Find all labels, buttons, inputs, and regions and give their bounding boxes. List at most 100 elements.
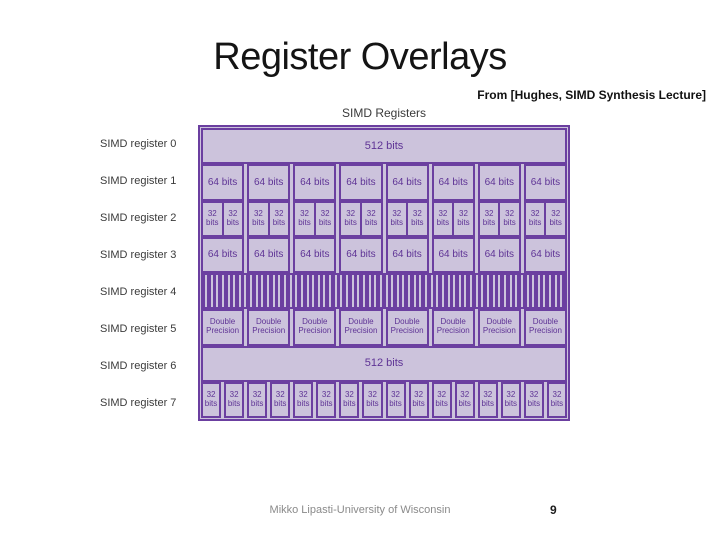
bit-stripe xyxy=(396,275,399,308)
bit-cell: 64 bits xyxy=(431,164,475,201)
bit-cell: 32 bits xyxy=(544,200,567,237)
register-label-5: SIMD register 5 xyxy=(100,322,177,335)
bit-cell: Double Precision xyxy=(201,309,245,346)
bit-cell: 32 bits xyxy=(201,381,222,418)
bit-stripe xyxy=(481,275,484,308)
bit-cell: 32 bits xyxy=(406,200,429,237)
bit-stripe xyxy=(351,275,354,308)
bit-stripe xyxy=(492,275,495,308)
bit-cell: 32 bits xyxy=(477,200,501,237)
page-title: Register Overlays xyxy=(213,36,507,78)
bit-stripe xyxy=(261,275,264,308)
register-label-2: SIMD register 2 xyxy=(100,211,177,224)
bit-stripes-cell xyxy=(201,273,567,310)
bit-cell: 64 bits xyxy=(385,164,429,201)
bit-cell: 64 bits xyxy=(339,236,383,273)
bit-cell: 32 bits xyxy=(452,200,475,237)
bit-cell: 64 bits xyxy=(385,236,429,273)
bit-cell: 64 bits xyxy=(477,164,521,201)
bit-cell: Double Precision xyxy=(523,309,567,346)
bit-stripe xyxy=(458,275,461,308)
bit-cell: 32 bits xyxy=(498,200,521,237)
bit-stripe xyxy=(464,275,467,308)
bit-stripe xyxy=(368,275,371,308)
bit-stripe xyxy=(210,275,213,308)
bit-cell: 32 bits xyxy=(316,381,337,418)
bit-stripe xyxy=(283,275,286,308)
bit-cell: 32 bits xyxy=(293,381,314,418)
bit-stripe xyxy=(498,275,501,308)
bit-stripe xyxy=(362,275,365,308)
bit-cell: 32 bits xyxy=(385,381,406,418)
bit-stripe xyxy=(520,275,523,308)
bit-stripe xyxy=(221,275,224,308)
bit-cell: 32 bits xyxy=(385,200,409,237)
bit-stripe xyxy=(413,275,416,308)
register-label-7: SIMD register 7 xyxy=(100,396,177,409)
register-labels-column: SIMD register 0 SIMD register 1 SIMD regis… xyxy=(100,125,192,421)
bit-stripe xyxy=(216,275,219,308)
bit-stripe xyxy=(509,275,512,308)
register-label-1: SIMD register 1 xyxy=(100,174,177,187)
bit-stripe xyxy=(441,275,444,308)
bit-cell: Double Precision xyxy=(477,309,521,346)
bit-stripe xyxy=(526,275,529,308)
bit-stripe xyxy=(543,275,546,308)
bit-cell: 32 bits xyxy=(408,381,429,418)
attribution-text: From [Hughes, SIMD Synthesis Lecture] xyxy=(477,88,706,102)
bit-cell: 64 bits xyxy=(431,236,475,273)
bit-cell: 32 bits xyxy=(431,200,455,237)
register-label-6: SIMD register 6 xyxy=(100,359,177,372)
bit-cell: 64 bits xyxy=(247,236,291,273)
bit-cell: Double Precision xyxy=(431,309,475,346)
bit-cell: 32 bits xyxy=(224,381,245,418)
page-number: 9 xyxy=(550,503,557,517)
bit-stripe xyxy=(329,275,332,308)
bit-stripe xyxy=(340,275,343,308)
bit-cell: 32 bits xyxy=(431,381,452,418)
bit-cell: 64 bits xyxy=(523,236,567,273)
register-label-4: SIMD register 4 xyxy=(100,285,177,298)
footer-text: Mikko Lipasti-University of Wisconsin xyxy=(269,504,451,516)
bit-cell: 32 bits xyxy=(247,381,268,418)
bit-cell: 64 bits xyxy=(247,164,291,201)
bit-cell: 32 bits xyxy=(523,200,547,237)
bit-stripe xyxy=(537,275,540,308)
bit-cell: Double Precision xyxy=(293,309,337,346)
bit-stripe xyxy=(385,275,388,308)
simd-registers-caption: SIMD Registers xyxy=(341,106,427,120)
bit-cell: 32 bits xyxy=(339,200,362,237)
bit-cell: Double Precision xyxy=(247,309,291,346)
bit-cell: 32 bits xyxy=(201,200,224,237)
bit-cell: 32 bits xyxy=(293,200,316,237)
register-row-6: 512 bits xyxy=(201,345,567,382)
bit-stripe xyxy=(475,275,478,308)
bit-stripe xyxy=(487,275,490,308)
bit-cell: 32 bits xyxy=(454,381,475,418)
bit-cell: 64 bits xyxy=(339,164,383,201)
bit-cell: Double Precision xyxy=(385,309,429,346)
bit-cell: 32 bits xyxy=(523,381,544,418)
bit-cell: 32 bits xyxy=(339,381,360,418)
bit-stripe xyxy=(334,275,337,308)
bit-stripe xyxy=(227,275,230,308)
bit-stripe xyxy=(532,275,535,308)
bit-stripe xyxy=(317,275,320,308)
bit-stripe xyxy=(289,275,292,308)
bit-cell: 64 bits xyxy=(201,236,245,273)
bit-cell: 64 bits xyxy=(201,164,245,201)
bit-stripe xyxy=(503,275,506,308)
bit-stripe xyxy=(323,275,326,308)
bit-stripe xyxy=(453,275,456,308)
register-label-0: SIMD register 0 xyxy=(100,137,177,150)
